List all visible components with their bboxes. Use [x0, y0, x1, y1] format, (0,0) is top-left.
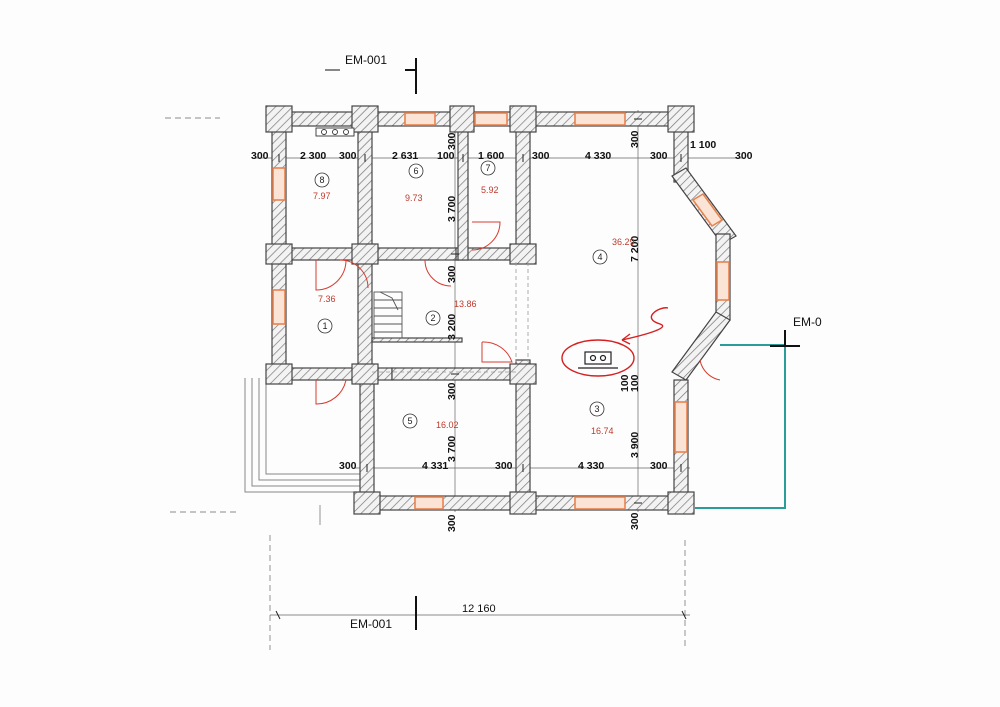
room-areas: 7.36 13.86 16.74 36.29 16.02 9.73 5.92 7…	[313, 185, 635, 436]
dim-vert-3: 300	[446, 265, 458, 283]
room-8-area: 7.97	[313, 191, 331, 201]
dims-top: 300 2 300 300 2 631 100 1 600 300 4 330 …	[251, 139, 753, 162]
dim-bottom-3: 300	[495, 460, 513, 472]
dimension-ticks	[275, 118, 687, 620]
room-5-circle	[402, 413, 418, 429]
dim-vert-8: 7 200	[629, 236, 641, 262]
grid-lines	[165, 110, 745, 650]
dim-top-2: 2 300	[300, 150, 326, 162]
dims-bottom: 300 4 331 300 4 330 300	[339, 460, 668, 472]
dim-vert-11: 300	[629, 512, 641, 530]
room-4-number: 4	[597, 252, 602, 262]
room-numbers: 1 2 3 4 5 6 7 8	[319, 163, 602, 426]
dim-vert-1: 300	[446, 132, 458, 150]
dim-top-11: 300	[735, 150, 753, 162]
dim-top-7: 300	[532, 150, 550, 162]
terrace-outline	[695, 344, 786, 509]
room-8-number: 8	[319, 175, 324, 185]
red-annotation	[561, 307, 669, 377]
dim-top-10: 1 100	[690, 139, 716, 151]
dim-vert-13: 100	[629, 374, 641, 392]
dim-bottom-5: 300	[650, 460, 668, 472]
room-3-circle	[589, 401, 605, 417]
dim-top-3: 300	[339, 150, 357, 162]
overall-dimension: 12 160	[462, 603, 496, 615]
room-3-number: 3	[594, 404, 599, 414]
dim-vert-7: 300	[446, 514, 458, 532]
dim-vert-4: 3 200	[446, 314, 458, 340]
room-6-circle	[408, 163, 424, 179]
room-5-number: 5	[407, 416, 412, 426]
section-label-group: EM-001 EM-001 EM-0	[345, 53, 822, 631]
dim-top-9: 300	[650, 150, 668, 162]
dim-vert-5: 300	[446, 382, 458, 400]
room-1-circle	[317, 318, 333, 334]
room-1-area: 7.36	[318, 294, 336, 304]
dim-top-8: 4 330	[585, 150, 611, 162]
room-3-area: 16.74	[591, 426, 614, 436]
room-5-area: 16.02	[436, 420, 459, 430]
dim-top-4: 2 631	[392, 150, 418, 162]
stove-fixture	[578, 351, 618, 369]
walls	[271, 111, 737, 511]
section-label-bottom: EM-001	[350, 617, 392, 631]
room-1-number: 1	[322, 321, 327, 331]
dim-bottom-1: 300	[339, 460, 357, 472]
room-7-number: 7	[485, 163, 490, 173]
room-7-area: 5.92	[481, 185, 499, 195]
room-2-area: 13.86	[454, 299, 477, 309]
room-2-circle	[425, 310, 441, 326]
dim-vert-2: 3 700	[446, 196, 458, 222]
dim-vert-9: 300	[629, 130, 641, 148]
dim-vert-10: 3 900	[629, 432, 641, 458]
section-markers	[325, 58, 800, 630]
room-6-area: 9.73	[405, 193, 423, 203]
dim-top-5: 100	[437, 150, 455, 162]
staircase	[373, 291, 403, 339]
doors	[315, 221, 721, 405]
dim-vert-12: 100	[619, 374, 631, 392]
section-label-right: EM-0	[793, 315, 822, 329]
windows	[272, 112, 730, 510]
dim-vert-6: 3 700	[446, 436, 458, 462]
dim-bottom-4: 4 330	[578, 460, 604, 472]
dashed-openings	[372, 262, 529, 373]
wall-posts	[265, 105, 695, 515]
room-4-circle	[592, 249, 608, 265]
room-6-number: 6	[413, 166, 418, 176]
room-7-circle	[480, 160, 496, 176]
room-8-circle	[314, 172, 330, 188]
section-label-top: EM-001	[345, 53, 387, 67]
dim-top-6: 1 600	[478, 150, 504, 162]
room-4-area: 36.29	[612, 237, 635, 247]
porch-steps	[244, 378, 360, 493]
dim-bottom-2: 4 331	[422, 460, 448, 472]
room-2-number: 2	[430, 313, 435, 323]
room-markers	[314, 160, 608, 429]
dims-vertical: 300 3 700 300 3 200 300 3 700 300 7 200 …	[446, 130, 641, 532]
bathroom-fixtures	[315, 127, 355, 137]
dim-top-1: 300	[251, 150, 269, 162]
